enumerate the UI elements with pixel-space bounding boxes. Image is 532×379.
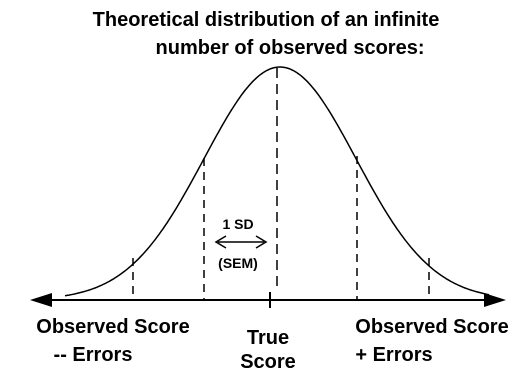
sd-arrow-right-head — [255, 235, 268, 249]
sd-label: 1 SD — [222, 216, 253, 232]
sd-arrow-left-head — [214, 235, 227, 249]
sem-label: (SEM) — [218, 255, 258, 271]
title-line-2: number of observed scores: — [156, 37, 425, 59]
axis-right-arrowhead — [484, 293, 506, 307]
true-score-label-line1: True — [247, 327, 289, 349]
true-score-label-line2: Score — [240, 351, 296, 373]
title-line-1: Theoretical distribution of an infinite — [93, 9, 440, 31]
observed-score-plus-label-line1: Observed Score — [355, 316, 508, 338]
observed-score-plus-label-line2: + Errors — [355, 344, 432, 366]
observed-score-minus-label-line2: -- Errors — [54, 344, 133, 366]
axis-left-arrowhead — [30, 293, 52, 307]
observed-score-minus-label-line1: Observed Score — [36, 316, 189, 338]
bell-curve — [64, 66, 490, 297]
